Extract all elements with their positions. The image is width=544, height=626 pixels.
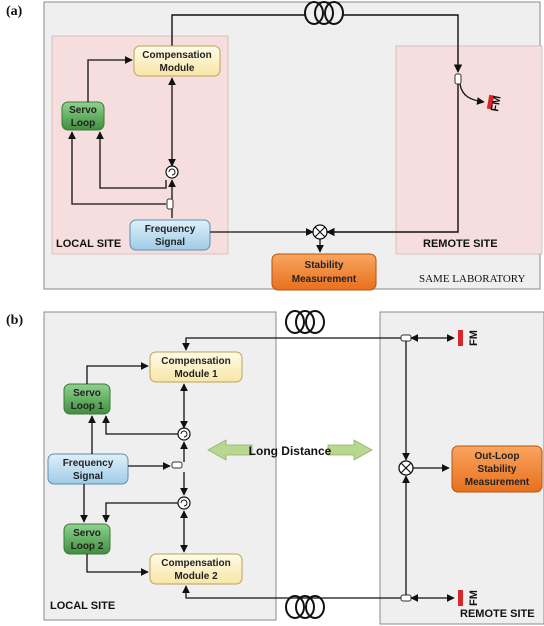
- local-site-label-b: LOCAL SITE: [50, 600, 115, 612]
- circulator-icon: [177, 427, 191, 441]
- circulator2-to-servo2: [102, 502, 178, 523]
- fiber-link-top-b: [182, 337, 401, 351]
- frequency-label-line2: Signal: [155, 237, 185, 248]
- compensation2-label-line1: Compensation: [161, 558, 230, 569]
- servo-loop: [61, 101, 105, 131]
- servo-to-compensation-a: [87, 56, 133, 102]
- circulator-arrow-icon: [168, 168, 176, 176]
- frequency-signal: [47, 453, 129, 485]
- out-loop-stability-measurement: [451, 445, 543, 493]
- compensation-module: [133, 45, 221, 77]
- faraday-mirror-icon: [486, 94, 495, 110]
- panel-b: (b) Compensation Module 1 Compensation M…: [6, 310, 544, 625]
- same-laboratory-label: SAME LABORATORY: [419, 273, 526, 285]
- fiber-spool-icon: [285, 595, 325, 619]
- long-distance-label: Long Distance: [249, 444, 332, 458]
- coupler-icon: [400, 594, 412, 602]
- servo1-to-comp1: [86, 362, 149, 384]
- panel-b-label: (b): [6, 313, 23, 328]
- outloop-label-line1: Out-Loop: [475, 451, 520, 462]
- servo-label-line2: Loop: [71, 118, 95, 129]
- local-site-label-a: LOCAL SITE: [56, 238, 121, 250]
- circulator-icon: [177, 496, 191, 510]
- panel-a: (a) FM Compensation Module Servo Loop Fr…: [6, 1, 543, 291]
- compensation-module-1: [149, 351, 243, 383]
- mixer-icon: [312, 224, 328, 240]
- long-distance-left-arrow-icon: [207, 439, 253, 461]
- outloop-label-line2: Stability: [478, 464, 517, 475]
- servo1-label-line1: Servo: [73, 388, 101, 399]
- compensation-label-line2: Module: [160, 63, 195, 74]
- coupler-to-servo-a: [68, 131, 166, 205]
- circulator-icon: [165, 165, 179, 179]
- circulator-to-servo-a: [96, 131, 167, 189]
- fiber-link-top-a: [172, 14, 458, 72]
- stability-measurement: [271, 253, 377, 291]
- outloop-label-line3: Measurement: [465, 477, 530, 488]
- remote-site-area-a: [395, 45, 543, 255]
- fiber-spool-icon: [304, 1, 344, 25]
- remote-return-line-a: [326, 84, 459, 237]
- compensation-label-line1: Compensation: [142, 50, 211, 61]
- stability-label-line1: Stability: [305, 260, 344, 271]
- circulator-arrow-icon: [180, 430, 188, 438]
- compensation1-label-line2: Module 1: [174, 369, 218, 380]
- compensation2-label-line2: Module 2: [174, 571, 218, 582]
- servo-label-line1: Servo: [69, 105, 97, 116]
- long-distance-right-arrow-icon: [327, 439, 373, 461]
- faraday-mirror-icon: [458, 590, 463, 606]
- servo1-label-line2: Loop 1: [71, 401, 104, 412]
- remote-site-label-a: REMOTE SITE: [423, 238, 498, 250]
- circulator1-to-servo1: [102, 415, 178, 435]
- coupler-icon: [171, 461, 183, 469]
- servo2-label-line1: Servo: [73, 528, 101, 539]
- fiber-spool-icon: [285, 310, 325, 334]
- mixer-icon: [398, 460, 414, 476]
- fm-label-bottom-b: FM: [468, 590, 480, 606]
- frequency-signal: [129, 219, 211, 251]
- coupler-icon: [454, 73, 462, 85]
- compensation1-label-line1: Compensation: [161, 356, 230, 367]
- frequency-label-line2-b: Signal: [73, 471, 103, 482]
- fm-label-a: FM: [489, 95, 504, 113]
- coupler-icon: [400, 334, 412, 342]
- fiber-link-bottom-b: [182, 585, 401, 599]
- panel-a-label: (a): [6, 4, 23, 19]
- coupler-icon: [166, 198, 174, 210]
- stability-label-line2: Measurement: [292, 274, 357, 285]
- fm-link-a: [459, 83, 485, 105]
- frequency-label-line1-b: Frequency: [63, 458, 114, 469]
- circulator-arrow-icon: [180, 499, 188, 507]
- compensation-module-2: [149, 553, 243, 585]
- faraday-mirror-icon: [458, 330, 463, 346]
- servo2-label-line2: Loop 2: [71, 541, 104, 552]
- fm-label-top-b: FM: [468, 330, 480, 346]
- frequency-label-line1: Frequency: [145, 224, 196, 235]
- remote-site-label-b: REMOTE SITE: [460, 608, 535, 620]
- servo2-to-comp2: [86, 554, 149, 576]
